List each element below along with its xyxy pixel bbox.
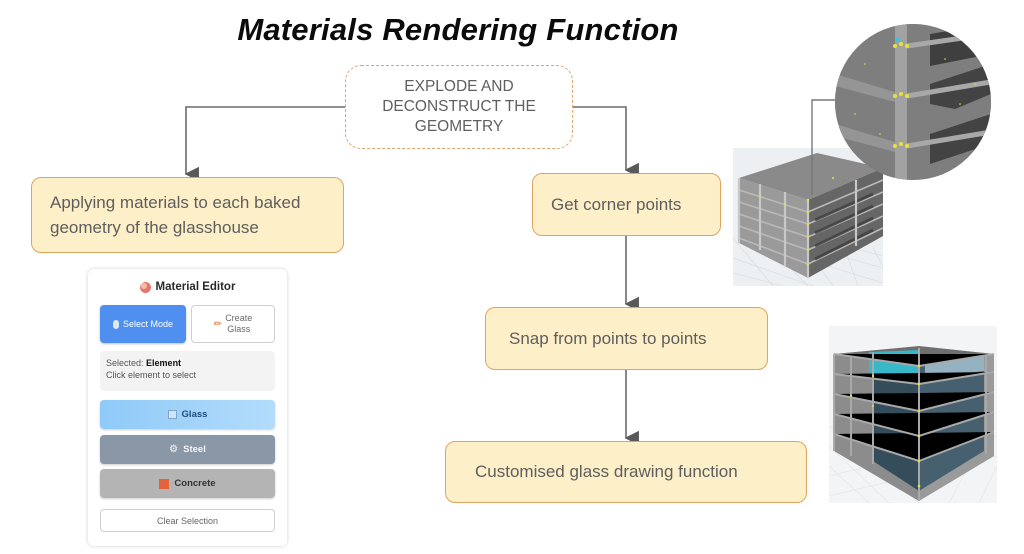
connector-to-apply — [184, 106, 345, 182]
node-get-corner-points: Get corner points — [532, 173, 721, 236]
gear-icon: ⚙ — [169, 444, 179, 455]
selection-status: Selected: Element Click element to selec… — [100, 351, 275, 391]
zoom-detail-drawing — [835, 24, 991, 180]
palette-icon — [139, 281, 151, 293]
select-mode-label: Select Mode — [122, 319, 174, 329]
zoom-detail-image — [835, 24, 991, 180]
steel-material-button[interactable]: ⚙ Steel — [100, 435, 275, 464]
selection-label: Selected: — [106, 358, 144, 368]
select-mode-button[interactable]: Select Mode — [100, 305, 186, 343]
building-wireframe-drawing — [733, 153, 883, 286]
steel-label: Steel — [183, 444, 206, 455]
render-corner-points-image — [733, 148, 883, 286]
concrete-material-button[interactable]: Concrete — [100, 469, 275, 498]
glass-icon — [167, 410, 177, 419]
node-label: Snap from points to points — [509, 328, 707, 348]
glass-material-button[interactable]: Glass — [100, 400, 275, 429]
node-apply-materials: Applying materials to each baked geometr… — [31, 177, 344, 253]
mode-buttons: Select Mode ✏ Create Glass — [100, 305, 275, 343]
create-glass-label: Create Glass — [225, 313, 253, 334]
create-glass-button[interactable]: ✏ Create Glass — [191, 305, 275, 343]
selection-line: Selected: Element — [106, 357, 269, 369]
node-label: Customised glass drawing function — [475, 462, 738, 481]
concrete-icon — [159, 478, 170, 489]
building-glass-drawing — [829, 346, 997, 503]
clear-selection-button[interactable]: Clear Selection — [100, 509, 275, 532]
connector-to-corner — [573, 106, 639, 178]
render-glass-image — [829, 326, 997, 503]
zoom-callout-line — [811, 99, 840, 195]
material-editor-panel: Material Editor Select Mode ✏ Create Gla… — [88, 269, 287, 546]
glass-label: Glass — [181, 409, 208, 420]
page-title: Materials Rendering Function — [237, 12, 679, 47]
node-snap-points: Snap from points to points — [485, 307, 768, 370]
concrete-label: Concrete — [174, 478, 216, 489]
start-node-label: EXPLODE AND DECONSTRUCT THE GEOMETRY — [382, 78, 536, 135]
pencil-icon: ✏ — [213, 318, 223, 330]
node-label: Applying materials to each baked geometr… — [50, 193, 301, 237]
selection-value: Element — [146, 358, 182, 368]
panel-title: Material Editor — [155, 281, 236, 293]
start-node-explode: EXPLODE AND DECONSTRUCT THE GEOMETRY — [345, 65, 573, 149]
mouse-icon — [112, 319, 119, 329]
node-label: Get corner points — [551, 194, 682, 214]
selection-hint: Click element to select — [106, 370, 197, 380]
panel-header: Material Editor — [88, 281, 287, 293]
node-glass-drawing: Customised glass drawing function — [445, 441, 807, 503]
